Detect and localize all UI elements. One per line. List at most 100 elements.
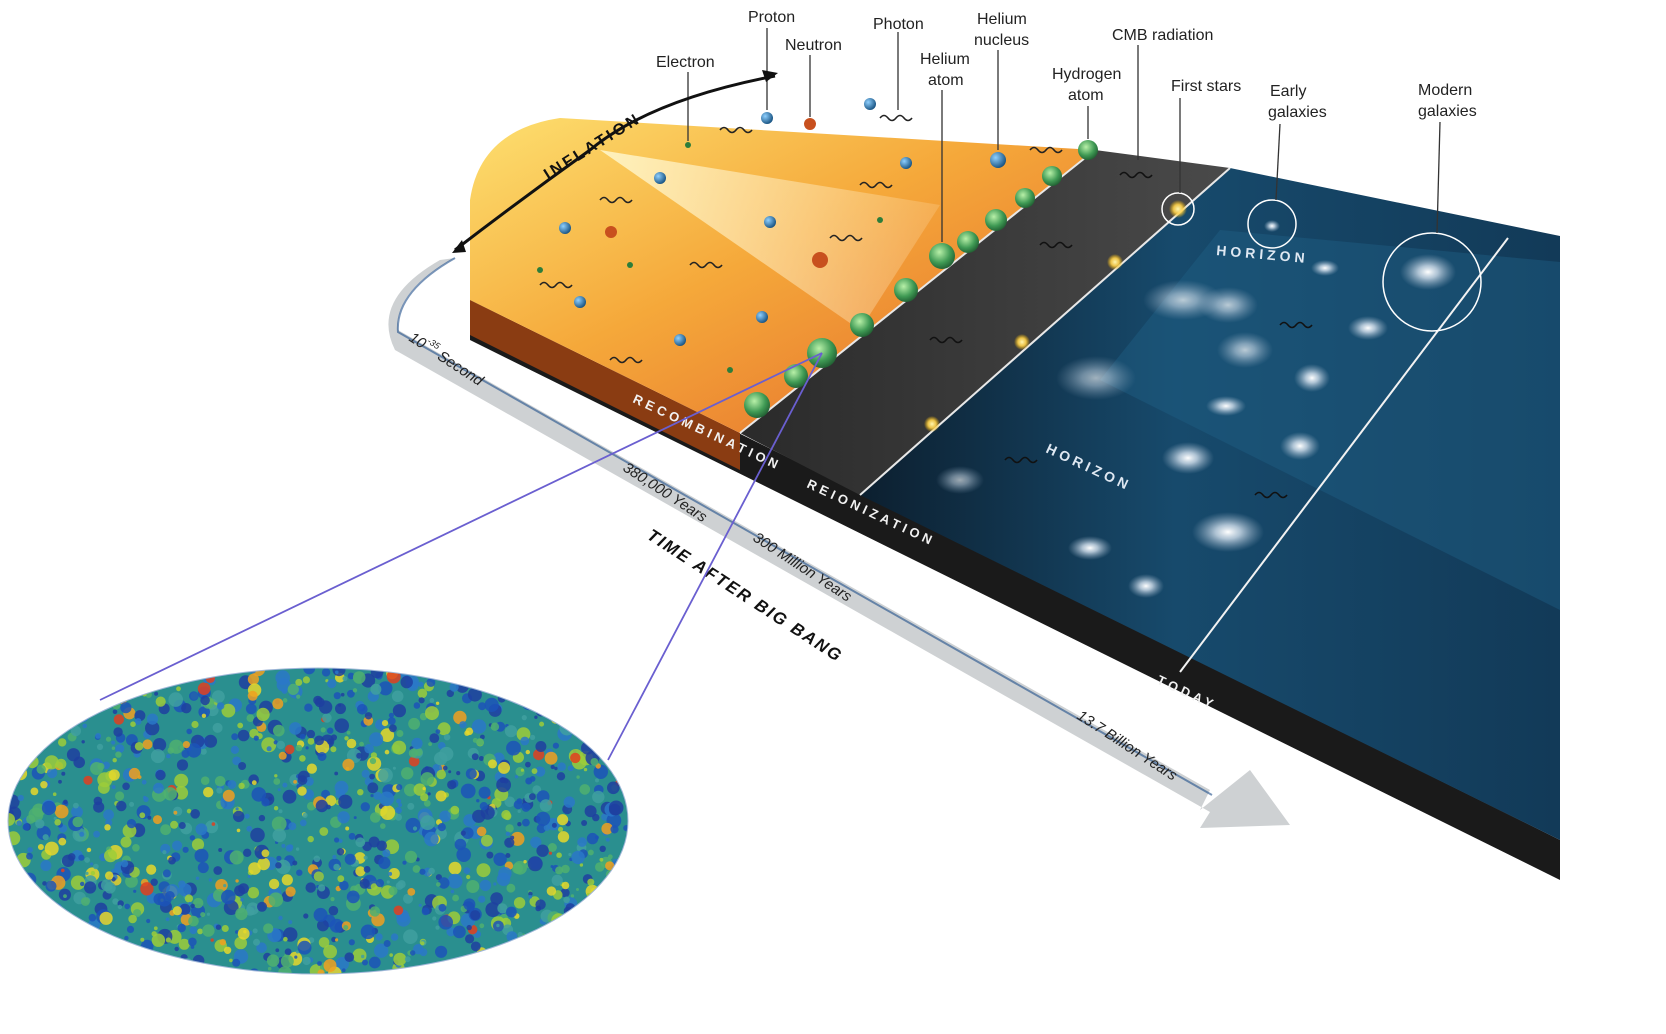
cmb-spot	[273, 740, 278, 745]
cmb-spot	[287, 683, 299, 696]
cmb-spot	[128, 767, 141, 780]
cmb-spot	[113, 673, 118, 677]
cmb-spot	[122, 782, 130, 791]
photon-wave	[929, 336, 963, 344]
cmb-spot	[529, 943, 537, 951]
cmb-spot	[608, 673, 617, 682]
cmb-spot	[195, 876, 200, 880]
cmb-spot	[284, 744, 295, 755]
cmb-spot	[361, 769, 370, 778]
slab-side	[470, 300, 1560, 880]
cmb-spot	[24, 668, 34, 674]
cmb-spot	[595, 862, 605, 872]
cmb-spot	[221, 925, 229, 932]
cmb-spot	[247, 673, 259, 685]
cmb-spot	[165, 891, 175, 901]
cmb-spot	[607, 712, 619, 724]
cmb-spot	[329, 918, 344, 933]
cmb-spot	[449, 682, 459, 692]
cmb-spot	[8, 749, 12, 755]
cmb-spot	[317, 919, 329, 932]
cmb-spot	[470, 941, 481, 952]
cmb-spot	[395, 882, 404, 890]
cmb-spot	[83, 775, 93, 785]
cmb-spot	[345, 826, 350, 831]
cmb-spot	[534, 766, 546, 777]
cmb-spot	[506, 883, 516, 893]
proton-particle	[761, 112, 773, 124]
cmb-spot	[307, 835, 314, 843]
cmb-spot	[276, 855, 282, 861]
cmb-spot	[450, 805, 460, 815]
cmb-spot	[562, 952, 569, 960]
cmb-spot	[234, 936, 247, 950]
cmb-spot	[211, 822, 216, 826]
cmb-spot	[248, 668, 257, 674]
cmb-spot	[525, 749, 530, 755]
cmb-spot	[306, 763, 317, 774]
cmb-spot	[370, 752, 377, 759]
cmb-spot	[567, 765, 574, 772]
cmb-spot	[498, 761, 510, 774]
cmb-spot	[38, 677, 49, 688]
cmb-spot	[370, 668, 384, 679]
cmb-spot	[120, 836, 132, 848]
cmb-spot	[539, 721, 545, 727]
cmb-spot	[85, 689, 96, 701]
cmb-spot	[404, 850, 418, 864]
cmb-spot	[378, 767, 393, 783]
cmb-spot	[15, 713, 31, 729]
cmb-spot	[438, 964, 443, 969]
cmb-spot	[375, 933, 383, 941]
photon-wave	[719, 126, 753, 134]
cmb-spot	[238, 762, 247, 770]
cmb-spot	[232, 958, 241, 967]
cmb-spot	[112, 709, 118, 715]
cmb-spot	[359, 741, 364, 747]
early-galaxy	[1264, 220, 1280, 232]
cmb-spot	[418, 697, 425, 704]
cmb-spot	[78, 854, 85, 861]
label-helium-atom-line1: Helium	[920, 51, 970, 68]
cmb-spot	[611, 680, 619, 688]
cmb-spot	[479, 923, 485, 929]
cmb-map-outline	[7, 667, 629, 975]
cmb-spot	[306, 729, 316, 739]
cmb-spot	[379, 791, 395, 807]
cmb-spot	[111, 746, 116, 750]
cmb-spot	[222, 789, 235, 802]
cmb-spot	[538, 689, 544, 695]
cmb-spot	[179, 745, 184, 750]
cmb-spot	[456, 771, 461, 776]
cmb-spot	[601, 707, 617, 723]
cmb-spot	[470, 910, 481, 921]
cmb-spot	[478, 756, 484, 761]
cmb-spot	[393, 952, 407, 966]
cmb-spot	[498, 866, 512, 881]
cmb-spot	[29, 736, 42, 749]
cmb-spot	[348, 939, 355, 946]
photon-wave	[539, 281, 573, 289]
cmb-spot	[610, 825, 619, 834]
cmb-spot	[588, 849, 594, 856]
cmb-spot	[467, 687, 482, 702]
cmb-spot	[517, 822, 522, 827]
cmb-spot	[403, 893, 413, 904]
cmb-spot	[70, 725, 82, 737]
cmb-spot	[413, 944, 424, 955]
cmb-spot	[554, 929, 559, 933]
cmb-spot	[200, 748, 207, 755]
cmb-spot	[45, 880, 57, 892]
cmb-spot	[548, 940, 561, 952]
cmb-spot	[113, 714, 125, 725]
cmb-spot	[438, 903, 447, 912]
cmb-spot	[93, 942, 108, 957]
cmb-spot	[355, 866, 366, 877]
cmb-spot	[272, 828, 287, 843]
photon-wave	[1254, 491, 1288, 499]
cmb-spot	[595, 778, 599, 783]
cmb-spot	[85, 871, 89, 876]
cmb-spot	[581, 922, 593, 935]
cmb-spot	[600, 885, 616, 901]
cmb-spot	[88, 696, 95, 703]
